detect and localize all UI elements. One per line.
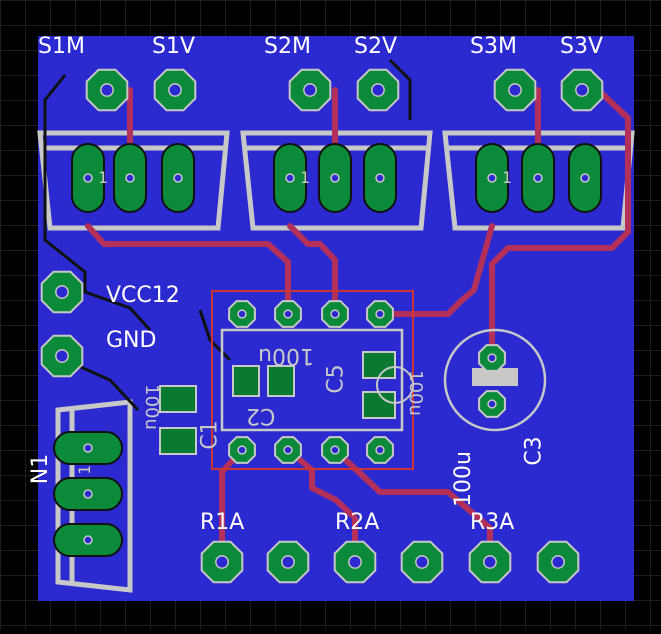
label-c1: C1 [197, 420, 223, 450]
bottom-pad-1-hole [215, 555, 229, 569]
c3-pad-minus-hole [487, 399, 497, 409]
connector-pad-3-hole [173, 173, 183, 183]
pin1-marker-s1: 1 [98, 168, 108, 187]
c3-marking [472, 368, 518, 386]
bottom-pad-4-hole [415, 555, 429, 569]
ic-pad-6-hole [283, 445, 293, 455]
pin1-marker-n1: 1 [74, 465, 94, 475]
connector-pad-4-hole [285, 173, 295, 183]
through-hole-pads [40, 68, 604, 584]
label-gnd: GND [106, 328, 157, 353]
label-c1-value: 100u [140, 384, 162, 430]
connector-pad-7-hole [487, 173, 497, 183]
label-c3-value: 100u [450, 451, 476, 507]
header-pad-6-hole [575, 83, 589, 97]
bottom-pad-6-hole [551, 555, 565, 569]
label-r1a: R1A [200, 510, 245, 535]
connector-pad-9-hole [580, 173, 590, 183]
label-s1v: S1V [152, 34, 196, 59]
ic-pad-2-hole [283, 309, 293, 319]
ic-pad-1-hole [237, 309, 247, 319]
gnd-pad-hole [55, 349, 69, 363]
n1-pad-1-hole [83, 443, 93, 453]
label-s2m: S2M [264, 34, 311, 59]
ic-pad-7-hole [330, 445, 340, 455]
ic-pad-3-hole [330, 309, 340, 319]
c3-pad-plus-hole [487, 353, 497, 363]
connector-pad-8-hole [533, 173, 543, 183]
c3-outline [443, 328, 547, 432]
connector-pad-6-hole [375, 173, 385, 183]
connector-pad-1-hole [83, 173, 93, 183]
header-pad-2-hole [168, 83, 182, 97]
n1-pad-3-hole [83, 535, 93, 545]
pin1-marker-s2: 1 [300, 168, 310, 187]
label-s3v: S3V [560, 34, 604, 59]
label-c-top-value: 100u [258, 343, 314, 368]
ic-pad-5-hole [237, 445, 247, 455]
bottom-pad-5-hole [483, 555, 497, 569]
ic-pad-4-hole [375, 309, 385, 319]
label-vcc12: VCC12 [106, 283, 180, 308]
label-r2a: R2A [335, 510, 380, 535]
pin1-marker-s3: 1 [502, 168, 512, 187]
header-pad-5-hole [508, 83, 522, 97]
label-c2: C2 [246, 403, 276, 428]
label-s2v: S2V [354, 34, 398, 59]
ic-pad-8-hole [375, 445, 385, 455]
n1-pad-2-hole [83, 489, 93, 499]
label-c3: C3 [521, 436, 547, 466]
traces [85, 87, 631, 561]
label-r3a: R3A [470, 510, 515, 535]
connector-pad-5-hole [330, 173, 340, 183]
smd-pads [159, 351, 396, 455]
label-c5: C5 [323, 364, 349, 394]
header-pad-3-hole [303, 83, 317, 97]
c2-outline [376, 366, 414, 404]
connector-pad-2-hole [125, 173, 135, 183]
bottom-pad-2-hole [281, 555, 295, 569]
label-s3m: S3M [470, 34, 517, 59]
label-n1: N1 [28, 453, 54, 485]
bottom-pad-3-hole [348, 555, 362, 569]
header-pad-4-hole [371, 83, 385, 97]
label-s1m: S1M [38, 34, 85, 59]
vcc12-pad-hole [55, 285, 69, 299]
label-c2-value: 100u [404, 370, 426, 416]
ic-body [220, 328, 404, 432]
header-pad-1-hole [100, 83, 114, 97]
